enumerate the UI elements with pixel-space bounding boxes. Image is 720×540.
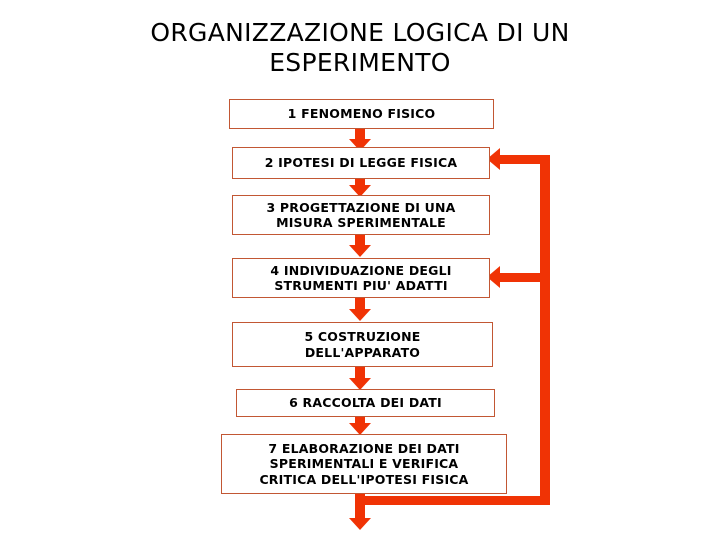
connector-3-4-stem	[355, 234, 365, 247]
connector-5-6-arrowhead	[349, 378, 371, 390]
feedback-arrowhead-step-2	[487, 148, 500, 170]
feedback-bottom-run	[355, 496, 548, 505]
flow-step-4[interactable]: 4 INDIVIDUAZIONE DEGLI STRUMENTI PIU' AD…	[232, 258, 490, 298]
flow-step-7-label: 7 ELABORAZIONE DEI DATI SPERIMENTALI E V…	[259, 440, 469, 487]
flow-step-2[interactable]: 2 IPOTESI DI LEGGE FISICA	[232, 147, 490, 179]
connector-4-5-stem	[355, 297, 365, 310]
flow-step-7[interactable]: 7 ELABORAZIONE DEI DATI SPERIMENTALI E V…	[221, 434, 507, 494]
feedback-arrowhead-step-4	[487, 266, 500, 288]
connector-6-7-stem	[355, 416, 365, 426]
flow-step-6[interactable]: 6 RACCOLTA DEI DATI	[236, 389, 495, 417]
flow-step-2-label: 2 IPOTESI DI LEGGE FISICA	[264, 155, 458, 171]
connector-3-4-arrowhead	[349, 245, 371, 257]
flow-step-5[interactable]: 5 COSTRUZIONE DELL'APPARATO	[232, 322, 493, 367]
feedback-spine-vertical	[540, 155, 550, 505]
feedback-branch-to-step-4	[497, 273, 547, 282]
connector-2-3-stem	[355, 179, 365, 188]
flow-step-6-label: 6 RACCOLTA DEI DATI	[289, 395, 442, 411]
flow-step-3-label: 3 PROGETTAZIONE DI UNA MISURA SPERIMENTA…	[266, 199, 456, 231]
connector-7-output-arrowhead	[349, 518, 371, 530]
flow-step-1-label: 1 FENOMENO FISICO	[287, 106, 436, 122]
connector-7-output-stem	[355, 493, 365, 520]
connector-1-2-stem	[355, 128, 365, 141]
page-title: ORGANIZZAZIONE LOGICA DI UN ESPERIMENTO	[150, 18, 570, 77]
flow-step-4-label: 4 INDIVIDUAZIONE DEGLI STRUMENTI PIU' AD…	[270, 262, 452, 294]
connector-2-3-arrowhead	[349, 185, 371, 197]
flow-step-3[interactable]: 3 PROGETTAZIONE DI UNA MISURA SPERIMENTA…	[232, 195, 490, 235]
connector-4-5-arrowhead	[349, 309, 371, 321]
flow-step-5-label: 5 COSTRUZIONE DELL'APPARATO	[304, 329, 421, 360]
feedback-branch-to-step-2	[497, 155, 547, 164]
connector-6-7-arrowhead	[349, 423, 371, 435]
flow-step-1[interactable]: 1 FENOMENO FISICO	[229, 99, 494, 129]
connector-5-6-stem	[355, 366, 365, 380]
